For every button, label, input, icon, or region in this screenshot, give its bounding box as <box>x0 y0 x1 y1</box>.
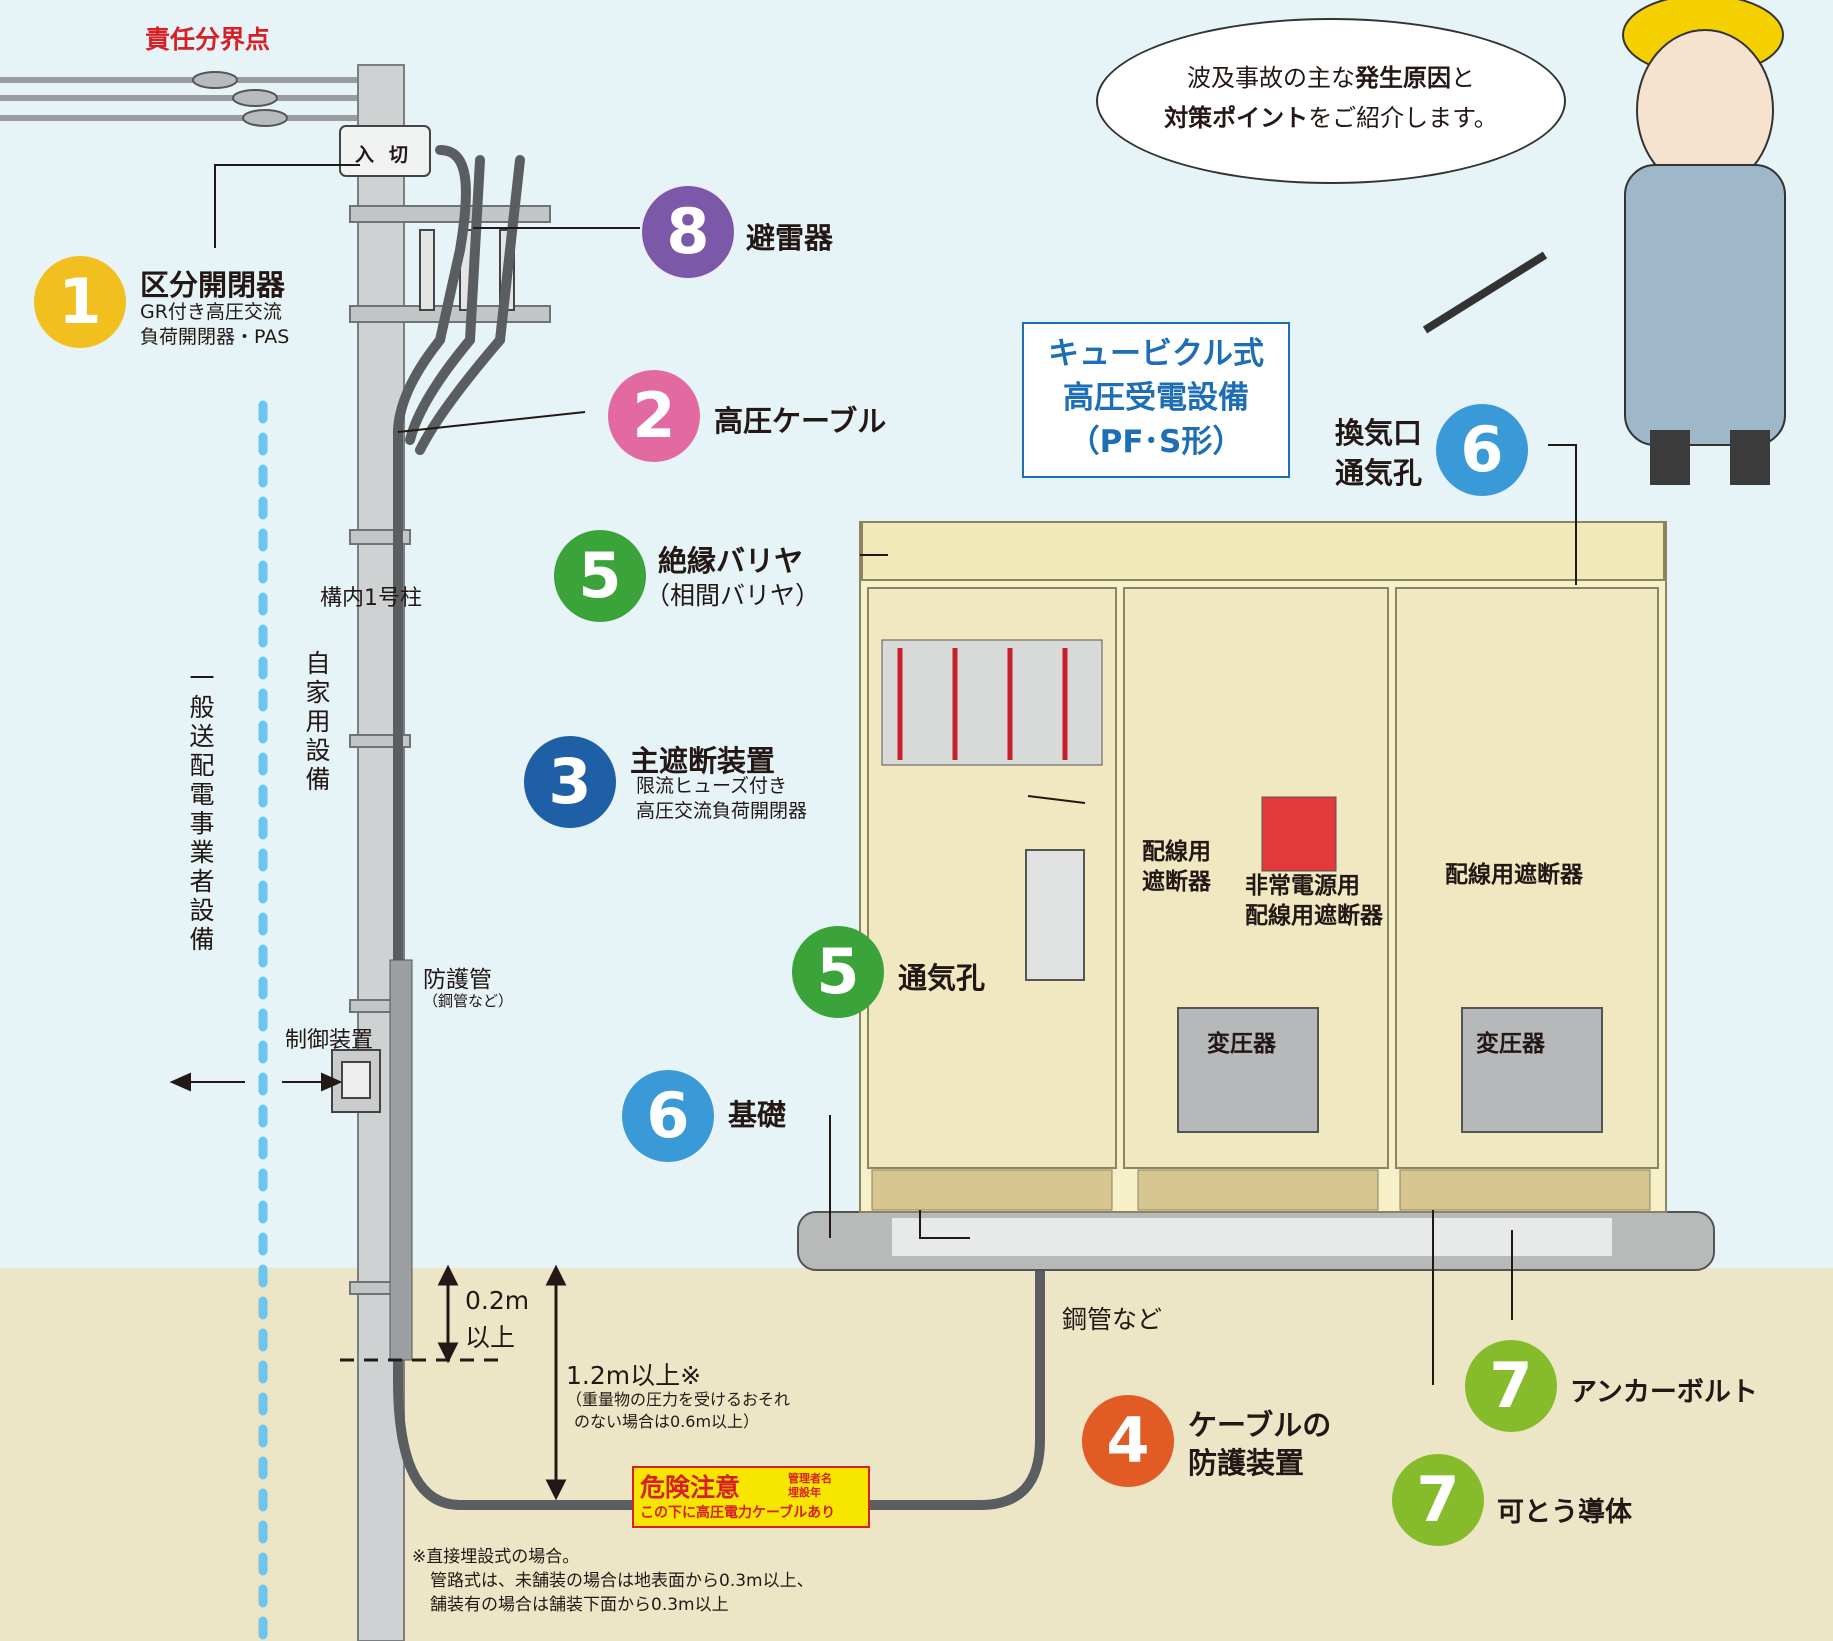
cubicle-roof <box>861 521 1665 581</box>
badge-7b: 7 <box>1392 1454 1484 1546</box>
badge-4: 4 <box>1082 1395 1174 1487</box>
control-device-label: 制御装置 <box>285 1028 374 1053</box>
protect-pipe-sub: （鋼管など） <box>423 992 514 1010</box>
item-8-title: 避雷器 <box>746 221 834 255</box>
cubicle-title-box: キュービクル式 高圧受電設備 （PF･S形） <box>1022 322 1290 478</box>
boundary-point-label: 責任分界点 <box>145 25 271 54</box>
speech-bold: 発生原因 <box>1355 64 1451 92</box>
ventilation-grilles <box>871 1169 1651 1211</box>
leader-lines <box>214 164 1577 1385</box>
badge-6a: 6 <box>1436 404 1528 496</box>
cubicle-title-line: 高圧受電設備 <box>1063 380 1249 416</box>
warning-sign: 危険注意 管理者名 埋設年 この下に高圧電力ケーブルあり <box>632 1466 870 1528</box>
breaker-left-label-1: 配線用 <box>1142 839 1211 865</box>
transformer-b-label: 変圧器 <box>1476 1031 1545 1057</box>
footnote-line3: 舗装有の場合は舗装下面から0.3m以上 <box>430 1595 729 1615</box>
badge-7a: 7 <box>1465 1340 1557 1432</box>
cubicle-title-line: （PF･S形） <box>1068 424 1244 460</box>
item-5a-sub: （相間バリヤ） <box>645 581 821 610</box>
utility-equipment-label: 一般送配電事業者設備 <box>186 665 215 955</box>
badge-5b: 5 <box>792 926 884 1018</box>
depth-12-sub2: のない場合は0.6m以上） <box>574 1412 760 1431</box>
transformer-a-label: 変圧器 <box>1207 1031 1276 1057</box>
warning-small-2: 埋設年 <box>788 1486 821 1499</box>
footnote-line2: 管路式は、未舗装の場合は地表面から0.3m以上、 <box>430 1571 814 1591</box>
warning-bottom: この下に高圧電力ケーブルあり <box>640 1505 836 1521</box>
item-5b-title: 通気孔 <box>898 961 986 995</box>
speech-bubble: 波及事故の主な発生原因と 対策ポイントをご紹介します。 <box>1096 18 1566 184</box>
item-1-sub-line: 負荷開閉器・PAS <box>140 326 290 348</box>
ground-area <box>0 1268 1833 1641</box>
item-5a-title: 絶縁バリヤ <box>658 544 804 578</box>
badge-2: 2 <box>608 370 700 462</box>
depth-arrows <box>437 1264 567 1501</box>
steel-pipe-label: 鋼管など <box>1062 1305 1163 1334</box>
pas-switch-box <box>339 125 431 177</box>
switch-off-label: 切 <box>389 144 409 166</box>
control-arrows <box>169 1072 343 1092</box>
item-6b-title: 基礎 <box>728 1098 787 1132</box>
depth-12-sub1: （重量物の圧力を受けるおそれ <box>566 1390 791 1409</box>
warning-big: 危険注意 <box>640 1473 741 1502</box>
item-7a-title: アンカーボルト <box>1570 1377 1758 1408</box>
item-4-line1: ケーブルの <box>1188 1408 1332 1442</box>
speech-text: 波及事故の主な <box>1187 64 1355 92</box>
protect-pipe-label: 防護管 <box>423 967 492 993</box>
item-6a-line2: 通気孔 <box>1335 456 1423 490</box>
worker-illustration <box>1422 0 1786 485</box>
speech-text: と <box>1451 64 1475 92</box>
breaker-right-label: 配線用遮断器 <box>1445 862 1583 888</box>
badge-8: 8 <box>642 186 734 278</box>
overhead-wires <box>0 77 370 121</box>
footnote-line1: ※直接埋設式の場合。 <box>412 1547 580 1567</box>
switch-on-label: 入 <box>355 144 375 166</box>
depth-02-a: 0.2m <box>465 1286 530 1315</box>
pole-no1-label: 構内1号柱 <box>320 586 422 611</box>
item-1-title: 区分開閉器 <box>140 268 286 302</box>
speech-bold: 対策ポイント <box>1164 104 1309 132</box>
self-equipment-label: 自家用設備 <box>302 650 331 795</box>
control-panel-unit <box>1025 849 1085 981</box>
emergency-label-1: 非常電源用 <box>1245 873 1360 899</box>
cubicle-title-line: キュービクル式 <box>1047 336 1265 372</box>
item-1-sub: GR付き高圧交流 負荷開閉器・PAS <box>140 300 289 350</box>
badge-1: 1 <box>34 256 126 348</box>
item-3-sub-line: 限流ヒューズ付き <box>636 775 788 797</box>
depth-02-b: 以上 <box>465 1323 516 1352</box>
breaker-left-label-2: 遮断器 <box>1142 869 1211 895</box>
item-1-sub-line: GR付き高圧交流 <box>140 301 282 323</box>
speech-text: をご紹介します。 <box>1308 104 1498 132</box>
protection-pipe <box>389 959 413 1361</box>
item-6a-line1: 換気口 <box>1335 416 1423 450</box>
depth-12-label: 1.2m以上※ <box>566 1361 702 1390</box>
warning-small-1: 管理者名 <box>788 1472 832 1485</box>
item-7b-title: 可とう導体 <box>1497 1497 1632 1528</box>
badge-3: 3 <box>524 736 616 828</box>
bus-bars <box>897 648 1068 760</box>
item-4-line2: 防護装置 <box>1188 1446 1305 1480</box>
item-3-sub: 限流ヒューズ付き 高圧交流負荷開閉器 <box>636 774 807 824</box>
item-2-title: 高圧ケーブル <box>714 404 887 438</box>
high-voltage-section <box>881 639 1103 766</box>
emergency-breaker-box <box>1261 796 1337 872</box>
insulators <box>192 71 288 127</box>
item-3-sub-line: 高圧交流負荷開閉器 <box>636 800 808 822</box>
item-3-title: 主遮断装置 <box>630 744 776 778</box>
emergency-label-2: 配線用遮断器 <box>1245 903 1383 929</box>
badge-6b: 6 <box>622 1070 714 1162</box>
badge-5a: 5 <box>554 530 646 622</box>
transformers <box>1177 1007 1603 1133</box>
